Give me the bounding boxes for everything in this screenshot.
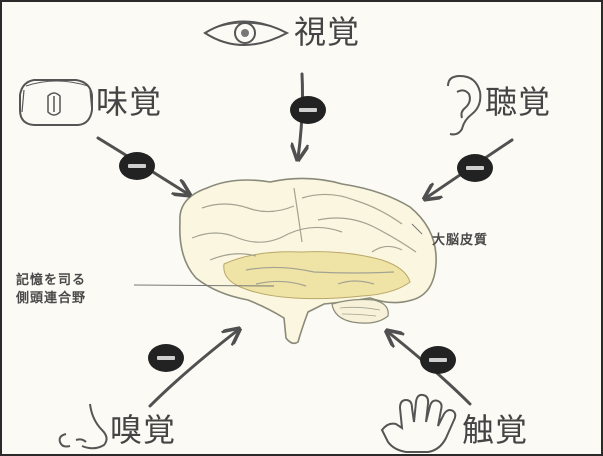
sight-label: 視覚 (294, 16, 360, 48)
nose-icon (60, 404, 107, 448)
touch-label: 触覚 (462, 414, 528, 446)
eye-icon (205, 22, 287, 46)
ear-icon (448, 76, 480, 134)
stimulus-bubble-sight (290, 96, 326, 124)
hearing-label: 聴覚 (485, 86, 551, 118)
stimulus-bubble-taste (119, 152, 155, 180)
hand-icon (382, 395, 455, 452)
stimulus-bubble-touch (420, 346, 456, 374)
memory-area-label-line2: 側頭連合野 (16, 290, 86, 307)
mouth-icon (20, 80, 92, 125)
stimulus-bubble-hearing (457, 154, 493, 182)
brain-icon (180, 178, 436, 343)
stimulus-bubble-smell (148, 344, 184, 372)
memory-area-label-line1: 記憶を司る (16, 272, 86, 289)
cortex-label: 大脳皮質 (432, 232, 488, 249)
smell-label: 嗅覚 (110, 414, 176, 446)
taste-label: 味覚 (96, 86, 162, 118)
